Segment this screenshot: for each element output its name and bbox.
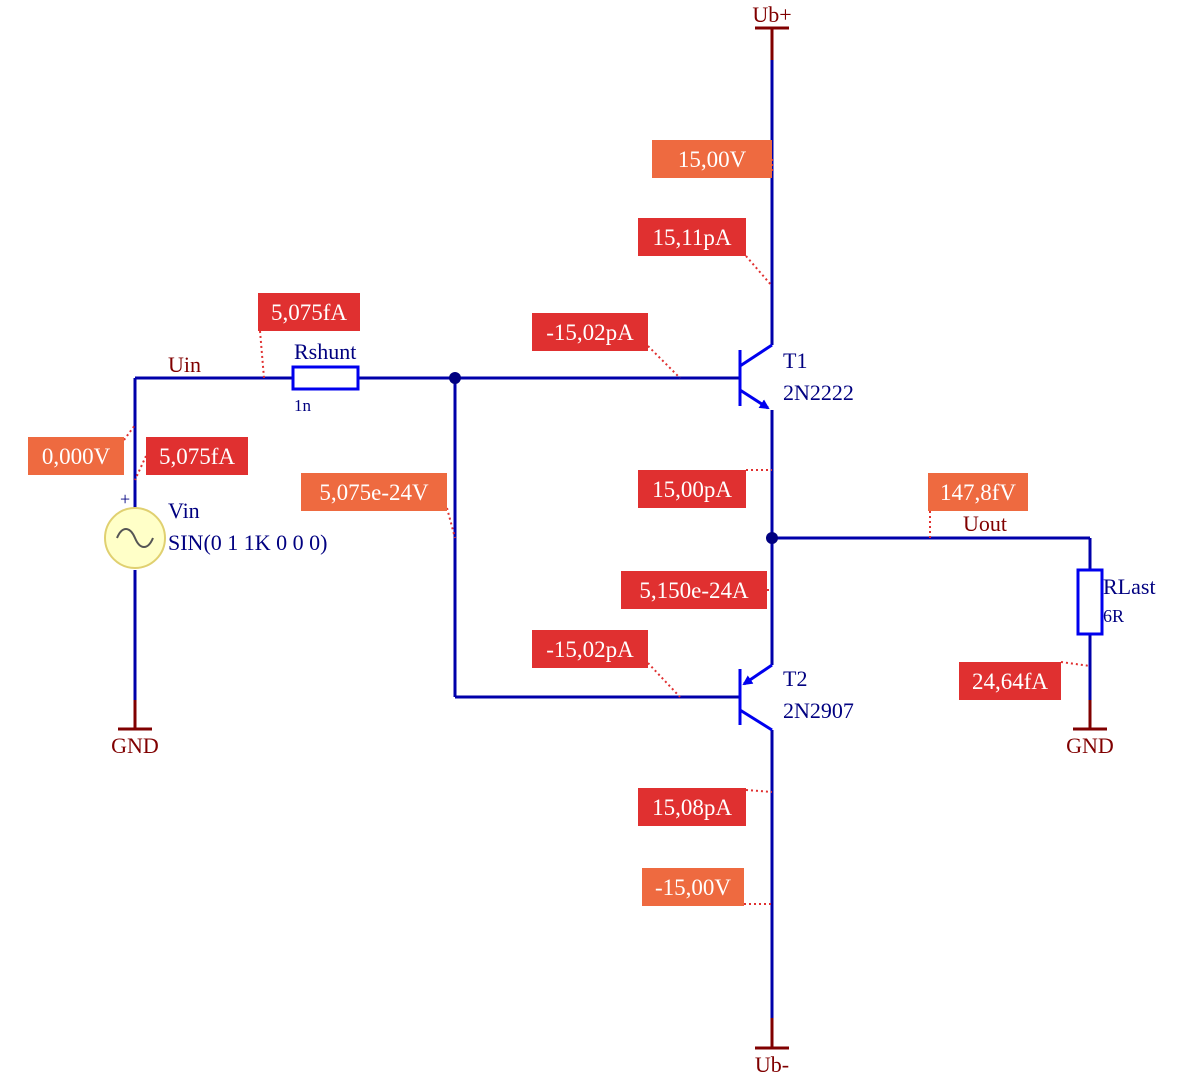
junction-base bbox=[449, 372, 461, 384]
t1-value: 2N2222 bbox=[783, 380, 854, 405]
t1-name: T1 bbox=[783, 348, 807, 373]
v-base-badge bbox=[301, 473, 447, 511]
vee-label: Ub- bbox=[755, 1052, 789, 1077]
i-t1-collector-leader bbox=[745, 255, 773, 287]
v-out-value: 147,8fV bbox=[940, 480, 1016, 505]
t2-value: 2N2907 bbox=[783, 698, 854, 723]
t1-collector-lead bbox=[739, 343, 773, 368]
v-uin-badge bbox=[28, 437, 124, 475]
rshunt-body[interactable] bbox=[291, 365, 360, 391]
i-rshunt-badge bbox=[258, 293, 360, 331]
vcc-label: Ub+ bbox=[752, 2, 791, 27]
v-base-value: 5,075e-24V bbox=[319, 480, 429, 505]
i-t1-base-leader bbox=[647, 345, 681, 379]
probe-annotations: 15,00V 15,11pA 5,075fA -15,02pA 0,000V 5,075f… bbox=[28, 140, 1091, 906]
rshunt-value: 1n bbox=[294, 396, 312, 415]
i-rlast-leader bbox=[1060, 661, 1091, 667]
v-uin-value: 0,000V bbox=[42, 444, 111, 469]
gnd-left-label: GND bbox=[111, 733, 159, 758]
i-vin-leader bbox=[134, 455, 147, 481]
i-t1-base-value: -15,02pA bbox=[546, 320, 634, 345]
v-out-badge bbox=[928, 473, 1028, 511]
i-t1-emitter-value: 15,00pA bbox=[652, 477, 732, 502]
i-t2-emitter-badge bbox=[621, 571, 767, 609]
v-uin-leader bbox=[123, 424, 136, 441]
rlast-value: 6R bbox=[1103, 606, 1124, 626]
t2-collector-lead bbox=[739, 708, 773, 732]
i-t2-collector-value: 15,08pA bbox=[652, 795, 732, 820]
i-vin-value: 5,075fA bbox=[159, 444, 235, 469]
i-t2-emitter-value: 5,150e-24A bbox=[639, 578, 749, 603]
rshunt-name: Rshunt bbox=[294, 339, 356, 364]
i-t2-base-badge bbox=[532, 630, 648, 668]
sine-icon bbox=[116, 528, 154, 548]
net-uin-label: Uin bbox=[168, 352, 201, 377]
gnd-right-label: GND bbox=[1066, 733, 1114, 758]
vin-plus: + bbox=[120, 489, 130, 509]
junction-out bbox=[766, 532, 778, 544]
t1-transistor[interactable] bbox=[738, 343, 773, 410]
power-symbols bbox=[118, 26, 1107, 1050]
i-t1-collector-value: 15,11pA bbox=[652, 225, 731, 250]
wires bbox=[133, 60, 1092, 1018]
vin-name: Vin bbox=[168, 498, 200, 523]
v-top-badge bbox=[652, 140, 772, 178]
i-rshunt-leader bbox=[259, 330, 265, 379]
i-rshunt-value: 5,075fA bbox=[271, 300, 347, 325]
i-rlast-value: 24,64fA bbox=[972, 669, 1048, 694]
vin-source[interactable] bbox=[104, 507, 166, 569]
vin-value: SIN(0 1 1K 0 0 0) bbox=[168, 530, 328, 555]
net-uout-label: Uout bbox=[963, 511, 1007, 536]
i-vin-badge bbox=[146, 437, 248, 475]
t2-emitter-lead bbox=[742, 663, 773, 686]
t1-emitter-lead bbox=[739, 388, 770, 410]
i-t1-base-badge bbox=[532, 313, 648, 351]
i-t2-base-value: -15,02pA bbox=[546, 637, 634, 662]
v-bottom-value: -15,00V bbox=[655, 875, 731, 900]
i-t1-emitter-badge bbox=[638, 470, 746, 508]
i-t2-collector-badge bbox=[638, 788, 746, 826]
t2-transistor[interactable] bbox=[738, 663, 773, 732]
i-t2-collector-leader bbox=[745, 789, 773, 793]
i-rlast-badge bbox=[959, 662, 1061, 700]
t2-name: T2 bbox=[783, 666, 807, 691]
i-t1-collector-badge bbox=[638, 218, 746, 256]
rlast-body[interactable] bbox=[1076, 568, 1104, 636]
v-base-leader bbox=[446, 507, 456, 539]
i-t2-base-leader bbox=[647, 662, 681, 698]
v-top-value: 15,00V bbox=[678, 147, 747, 172]
v-bottom-badge bbox=[642, 868, 744, 906]
rlast-name: RLast bbox=[1103, 574, 1156, 599]
